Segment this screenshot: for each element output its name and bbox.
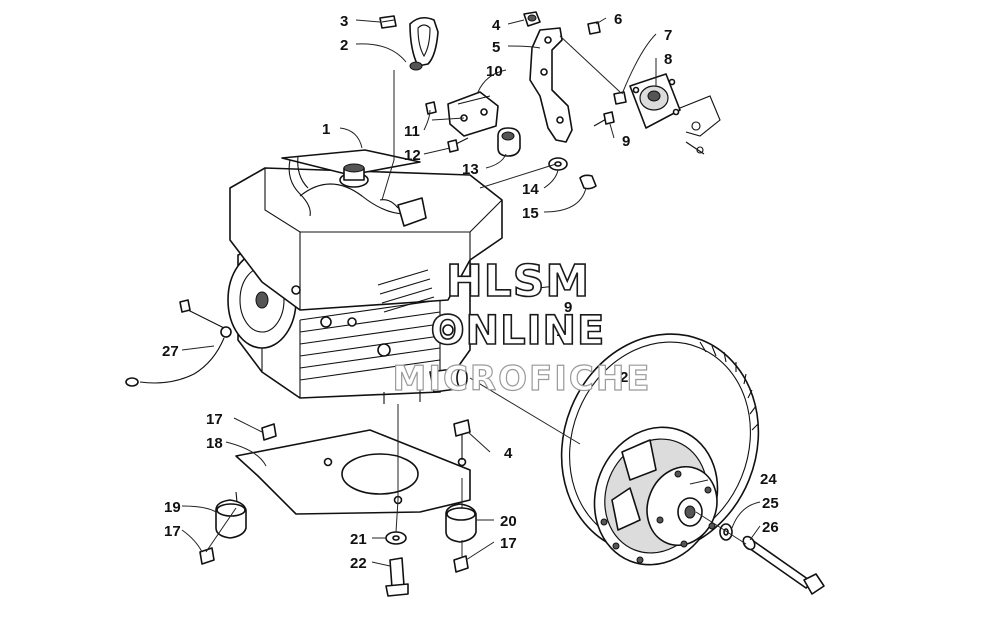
clutch-and-belt xyxy=(560,333,825,595)
callout-4-top: 4 xyxy=(492,17,501,34)
callout-23: 23 xyxy=(620,369,637,386)
callout-14: 14 xyxy=(522,181,539,198)
callout-12: 12 xyxy=(404,147,421,164)
callout-8: 8 xyxy=(664,51,672,68)
callout-10: 10 xyxy=(486,63,503,80)
callout-3: 3 xyxy=(340,13,348,30)
callout-labels: 1 2 3 4 4 5 6 7 8 9 9 10 11 12 13 14 15 … xyxy=(162,11,779,572)
callout-6: 6 xyxy=(614,11,622,28)
callout-7: 7 xyxy=(664,27,672,44)
watermark-line-2: ONLINE xyxy=(431,308,606,354)
callout-22: 22 xyxy=(350,555,367,572)
callout-17-right: 17 xyxy=(500,535,517,552)
callout-25: 25 xyxy=(762,495,779,512)
watermark-line-3: MICROFICHE xyxy=(392,359,651,399)
callout-9-top: 9 xyxy=(622,133,630,150)
callout-4-mount: 4 xyxy=(504,445,513,462)
callout-21: 21 xyxy=(350,531,367,548)
callout-11: 11 xyxy=(404,123,420,140)
engine-mount-plate xyxy=(235,419,471,515)
callout-27: 27 xyxy=(162,343,179,360)
isolator-mounts xyxy=(199,491,477,597)
callout-17-plate: 17 xyxy=(206,411,223,428)
leader-lines xyxy=(181,17,761,567)
callout-19: 19 xyxy=(164,499,181,516)
callout-13: 13 xyxy=(462,161,479,178)
top-bracket-parts xyxy=(379,11,721,190)
callout-17-left: 17 xyxy=(164,523,181,540)
callout-1: 1 xyxy=(322,121,330,138)
watermark: HLSM ONLINE MICROFICHE xyxy=(392,255,651,399)
callout-9-engine: 9 xyxy=(564,299,572,316)
callout-16: 16 xyxy=(556,323,573,340)
callout-24: 24 xyxy=(760,471,777,488)
callout-15: 15 xyxy=(522,205,539,222)
callout-26: 26 xyxy=(762,519,779,536)
engine-assembly xyxy=(227,149,557,404)
callout-2: 2 xyxy=(340,37,348,54)
ground-wire xyxy=(125,299,232,387)
callout-5: 5 xyxy=(492,39,500,56)
callout-20: 20 xyxy=(500,513,517,530)
watermark-line-1: HLSM xyxy=(446,256,590,307)
callout-18: 18 xyxy=(206,435,223,452)
